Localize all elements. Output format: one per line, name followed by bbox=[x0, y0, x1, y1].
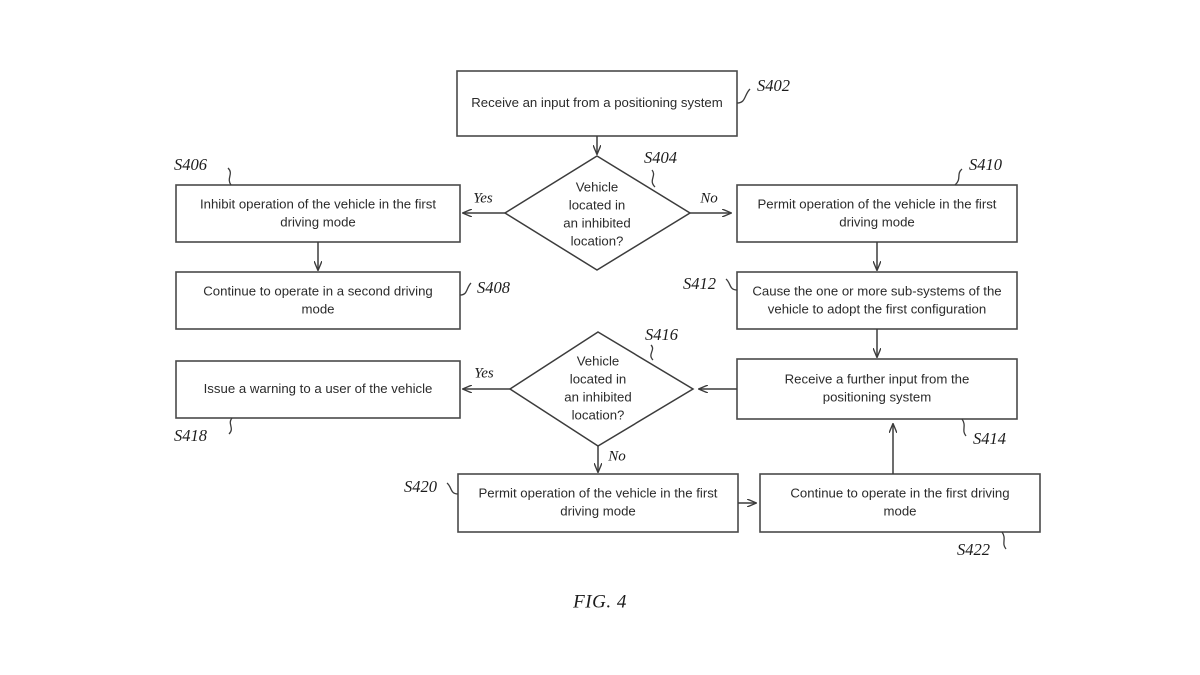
node-s404-diamond[interactable] bbox=[503, 155, 692, 271]
leader-s414 bbox=[961, 418, 967, 437]
node-s420[interactable]: Permit operation of the vehicle in the f… bbox=[457, 473, 739, 533]
leader-s404 bbox=[651, 169, 656, 188]
leader-s422 bbox=[1001, 531, 1007, 550]
node-s410-box[interactable] bbox=[736, 184, 1018, 243]
branch-label-s416-no: No bbox=[607, 448, 626, 464]
node-s412-label-line2: vehicle to adopt the first configuration bbox=[768, 301, 986, 316]
ref-label-s420: S420 bbox=[404, 477, 438, 496]
ref-label-s418: S418 bbox=[174, 426, 208, 445]
node-s404-label-line3: an inhibited bbox=[563, 215, 630, 230]
ref-label-s410: S410 bbox=[969, 155, 1003, 174]
node-s410-label-line2: driving mode bbox=[839, 214, 915, 229]
ref-label-s412: S412 bbox=[683, 274, 716, 293]
node-s406-label-line2: driving mode bbox=[280, 214, 356, 229]
node-s408[interactable]: Continue to operate in a second driving … bbox=[175, 271, 461, 330]
leader-s406 bbox=[227, 167, 232, 186]
node-s406[interactable]: Inhibit operation of the vehicle in the … bbox=[175, 184, 461, 243]
node-s404-label-line2: located in bbox=[569, 197, 625, 212]
node-s422-label-line2: mode bbox=[884, 503, 917, 518]
node-s402-box[interactable] bbox=[456, 70, 738, 137]
node-s422[interactable]: Continue to operate in the first driving… bbox=[759, 473, 1041, 533]
leader-s416 bbox=[650, 344, 654, 361]
node-s416-label-line2: located in bbox=[570, 371, 626, 386]
node-s412-label-line1: Cause the one or more sub-systems of the bbox=[752, 283, 1001, 298]
leader-s418 bbox=[228, 417, 233, 435]
node-s412-box[interactable] bbox=[736, 271, 1018, 330]
ref-label-s402: S402 bbox=[757, 76, 790, 95]
node-s408-label-line1: Continue to operate in a second driving bbox=[203, 283, 432, 298]
node-s412[interactable]: Cause the one or more sub-systems of the… bbox=[736, 271, 1018, 330]
leader-s402 bbox=[736, 88, 751, 104]
node-s408-box[interactable] bbox=[175, 271, 461, 330]
node-s414-label-line2: positioning system bbox=[823, 389, 931, 404]
node-s420-label-line1: Permit operation of the vehicle in the f… bbox=[479, 485, 718, 500]
node-s410-label-line1: Permit operation of the vehicle in the f… bbox=[758, 196, 997, 211]
branch-label-s404-no: No bbox=[699, 190, 718, 206]
node-s416-label-line4: location? bbox=[572, 407, 625, 422]
leader-s420 bbox=[446, 482, 459, 495]
node-s418-box[interactable] bbox=[175, 360, 461, 419]
leader-s410 bbox=[954, 168, 963, 186]
ref-label-s406: S406 bbox=[174, 155, 208, 174]
node-s416[interactable]: Vehicle located in an inhibited location… bbox=[508, 331, 695, 447]
node-s416-label-line3: an inhibited bbox=[564, 389, 631, 404]
node-s422-label-line1: Continue to operate in the first driving bbox=[790, 485, 1009, 500]
node-s402[interactable]: Receive an input from a positioning syst… bbox=[456, 70, 738, 137]
node-s404[interactable]: Vehicle located in an inhibited location… bbox=[503, 155, 692, 271]
node-s420-label-line2: driving mode bbox=[560, 503, 636, 518]
node-s404-label-line1: Vehicle bbox=[576, 179, 619, 194]
node-s414[interactable]: Receive a further input from the positio… bbox=[736, 358, 1018, 420]
ref-label-s416: S416 bbox=[645, 325, 679, 344]
leader-s412 bbox=[725, 278, 738, 291]
node-s402-label: Receive an input from a positioning syst… bbox=[471, 95, 722, 110]
node-s418[interactable]: Issue a warning to a user of the vehicle bbox=[175, 360, 461, 419]
node-s404-label-line4: location? bbox=[571, 233, 624, 248]
ref-label-s414: S414 bbox=[973, 429, 1006, 448]
leader-s408 bbox=[459, 282, 472, 296]
ref-label-s422: S422 bbox=[957, 540, 990, 559]
node-s422-box[interactable] bbox=[759, 473, 1041, 533]
node-s406-box[interactable] bbox=[175, 184, 461, 243]
branch-label-s404-yes: Yes bbox=[473, 190, 493, 206]
node-s408-label-line2: mode bbox=[302, 301, 335, 316]
ref-label-s404: S404 bbox=[644, 148, 677, 167]
ref-label-s408: S408 bbox=[477, 278, 511, 297]
node-s406-label-line1: Inhibit operation of the vehicle in the … bbox=[200, 196, 436, 211]
branch-label-s416-yes: Yes bbox=[474, 365, 494, 381]
node-s410[interactable]: Permit operation of the vehicle in the f… bbox=[736, 184, 1018, 243]
figure-caption: FIG. 4 bbox=[572, 591, 627, 612]
node-s418-label: Issue a warning to a user of the vehicle bbox=[204, 381, 433, 396]
node-s416-label-line1: Vehicle bbox=[577, 353, 620, 368]
node-s414-box[interactable] bbox=[736, 358, 1018, 420]
node-s414-label-line1: Receive a further input from the bbox=[785, 371, 970, 386]
